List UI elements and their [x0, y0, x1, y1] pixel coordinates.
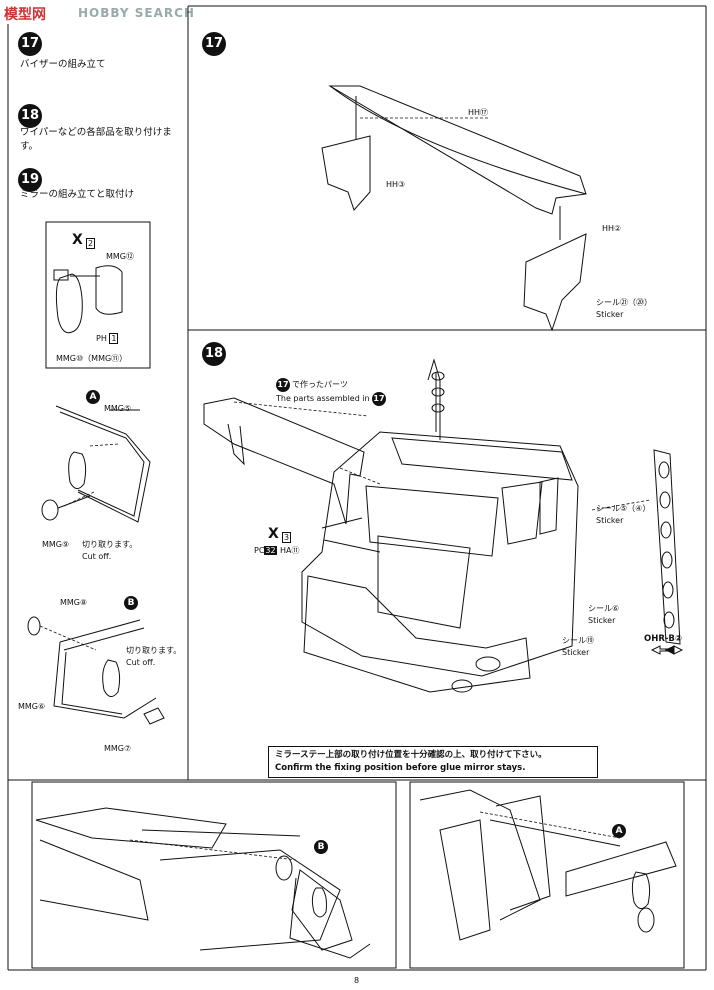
- quantity-x-mark: X: [72, 232, 83, 248]
- part-label-mmg9: MMG⑨: [42, 540, 70, 549]
- caution-note-en: Confirm the fixing position before glue …: [275, 763, 526, 773]
- sticker6-label-jp: シール⑥: [588, 604, 620, 613]
- cut-off-note-jp: 切り取ります。: [126, 646, 182, 655]
- part-label-mmg10: MMG⑩（MMG⑪）: [56, 354, 128, 363]
- assembly-a-badge: A: [86, 390, 100, 404]
- step-18-badge: 18: [18, 104, 42, 128]
- sticker19-label-jp: シール⑲: [562, 636, 594, 645]
- part-label-ph1: PH 1: [96, 333, 119, 344]
- part-prefix: PH: [96, 334, 107, 343]
- part-number: ⑫: [126, 252, 135, 261]
- part-label-ohrb2: OHR-B②: [644, 634, 683, 644]
- part-number: 32: [264, 546, 277, 555]
- part-label-hh17: HH⑰: [468, 108, 489, 117]
- sticker19-label-en: Sticker: [562, 648, 590, 657]
- step-18-text: ワイパーなどの各部品を取り付けます。: [20, 127, 172, 152]
- part-label-ha11: HA⑪: [280, 546, 300, 555]
- sticker5-label-en: Sticker: [596, 516, 624, 525]
- right-step-17-badge: 17: [202, 32, 226, 56]
- part-label-mmg7: MMG⑦: [104, 744, 132, 753]
- bottom-left-b-badge: B: [314, 840, 328, 854]
- sticker5-label-jp: シール⑤（④）: [596, 504, 651, 513]
- part-label-mmg12: MMG⑫: [106, 252, 134, 262]
- ref-step-17-badge: 17: [276, 378, 290, 392]
- right-step-18-badge: 18: [202, 342, 226, 366]
- step-19-badge: 19: [18, 168, 42, 192]
- page-number: 8: [354, 976, 360, 985]
- caution-note-box: ミラーステー上部の取り付け位置を十分確認の上、取り付けて下さい。 Confirm…: [268, 746, 598, 778]
- cut-off-note-en: Cut off.: [126, 658, 156, 667]
- caution-note-jp: ミラーステー上部の取り付け位置を十分確認の上、取り付けて下さい。: [275, 750, 547, 760]
- part-label-mmg6: MMG⑥: [18, 702, 46, 711]
- sticker-label-en: Sticker: [596, 310, 624, 319]
- part-label-mmg5: MMG⑤: [104, 404, 132, 413]
- assembly-b-badge: B: [124, 596, 138, 610]
- part-prefix: PC: [254, 546, 265, 555]
- watermark-text: HOBBY SEARCH: [78, 6, 195, 20]
- parts-assembled-en: The parts assembled in: [276, 394, 370, 403]
- quantity-x-mark: X: [268, 526, 279, 542]
- cut-off-note-jp: 切り取ります。: [82, 540, 138, 549]
- sticker6-label-en: Sticker: [588, 616, 616, 625]
- quantity-number: 3: [282, 532, 292, 543]
- watermark-logo: 模型网: [4, 7, 46, 23]
- step-19-text: ミラーの組み立てと取付け: [20, 189, 135, 200]
- step-17-badge: 17: [18, 32, 42, 56]
- parts-assembled-jp: で作ったパーツ: [292, 380, 348, 389]
- part-number: 1: [109, 333, 119, 344]
- cut-off-note-en: Cut off.: [82, 552, 112, 561]
- part-prefix: MMG: [106, 252, 127, 261]
- part-label-pc32: PC32: [254, 546, 277, 556]
- bottom-right-a-badge: A: [612, 824, 626, 838]
- part-label-hh3: HH③: [386, 180, 406, 189]
- step-17-text: バイザーの組み立て: [20, 59, 106, 70]
- quantity-number: 2: [86, 238, 96, 249]
- sticker-label-jp: シール㉑（⑳）: [596, 298, 652, 307]
- part-label-mmg8: MMG⑧: [60, 598, 88, 607]
- ref-step-17-badge-2: 17: [372, 392, 386, 406]
- part-label-hh2: HH②: [602, 224, 622, 233]
